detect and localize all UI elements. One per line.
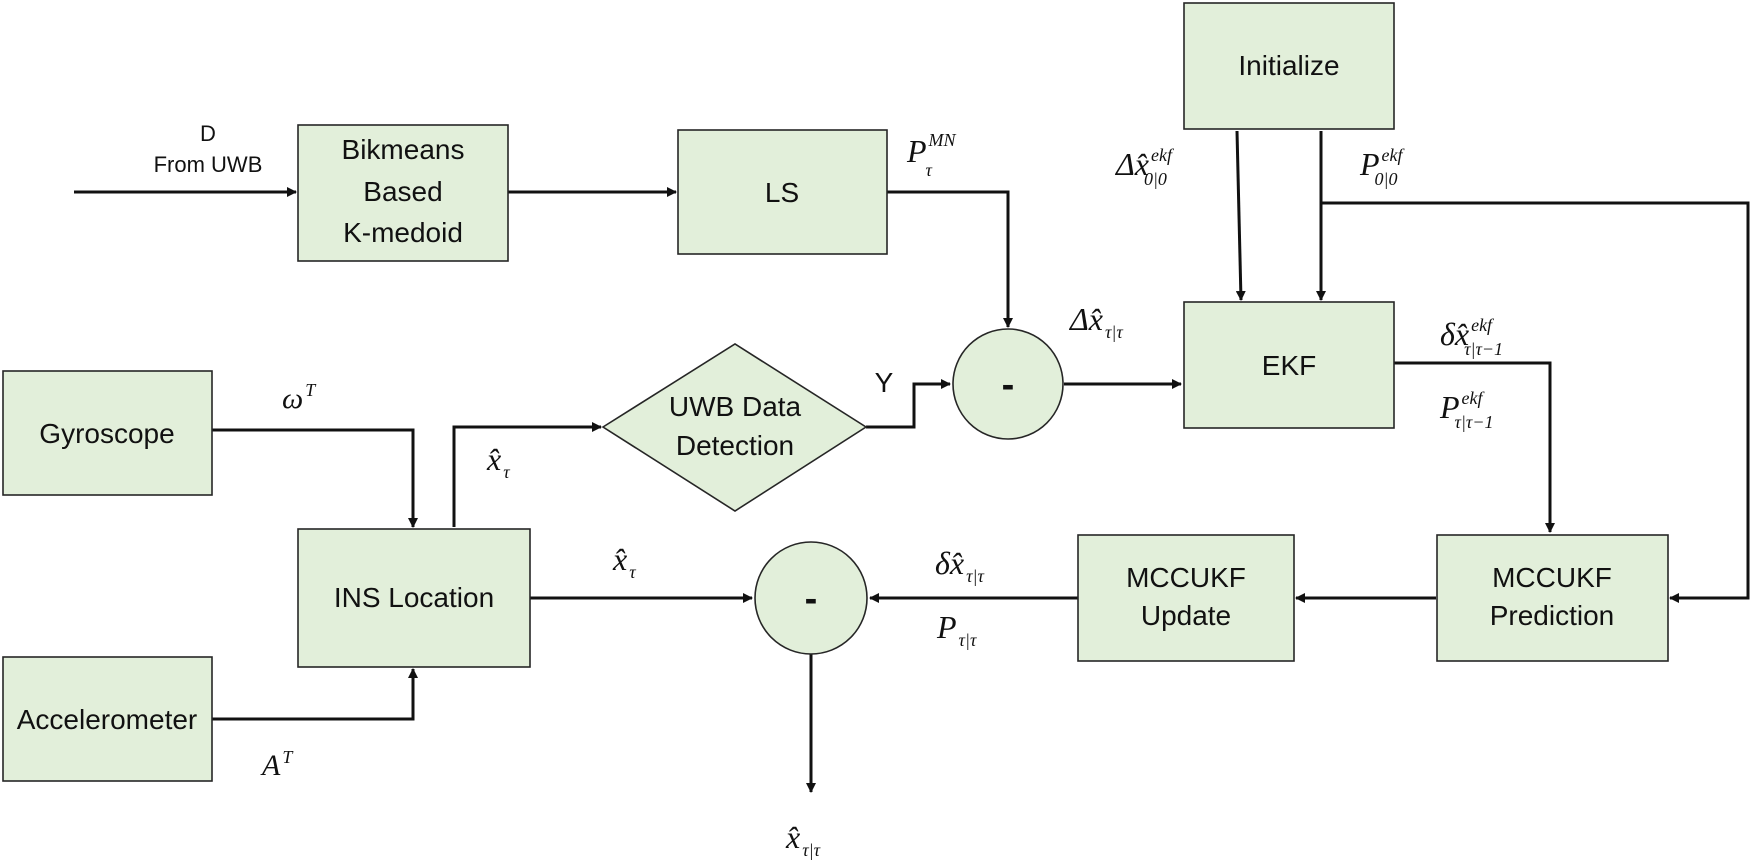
arrow-ins-to-uwb-detection	[452, 422, 602, 527]
bikmeans-label-line-2: Based	[363, 176, 442, 207]
label-x-hat-lower: x̂τ	[612, 541, 636, 582]
accelerometer-block[interactable]: Accelerometer	[2, 656, 213, 782]
label-output-x-hat: x̂τ|τ	[785, 819, 821, 860]
ls-label: LS	[765, 177, 799, 208]
gyroscope-label: Gyroscope	[39, 418, 174, 449]
arrow-ekf-to-prediction	[1394, 361, 1555, 533]
label-x-hat-upper: x̂τ	[486, 441, 510, 482]
uwb-input-label-d: D	[200, 121, 216, 146]
arrow-initialize-p-to-prediction	[1321, 201, 1750, 603]
accelerometer-label: Accelerometer	[17, 704, 198, 735]
label-delta-x-update: δx̂τ|τ	[935, 545, 984, 586]
label-y: Y	[875, 367, 894, 398]
uwb-detection-block[interactable]: UWB Data Detection	[601, 343, 868, 512]
mccukf-update-label-line-2: Update	[1141, 600, 1231, 631]
subtract-upper-symbol: -	[1002, 364, 1015, 406]
mccukf-prediction-label-line-1: MCCUKF	[1492, 562, 1612, 593]
arrow-initialize-x-to-ekf	[1235, 130, 1246, 301]
ls-block[interactable]: LS	[677, 129, 888, 255]
ins-location-label: INS Location	[334, 582, 494, 613]
bikmeans-label-line-1: Bikmeans	[342, 134, 465, 165]
mccukf-update-block[interactable]: MCCUKF Update	[1077, 534, 1295, 662]
subtract-node-upper[interactable]: -	[952, 328, 1064, 440]
uwb-detection-label-line-1: UWB Data	[669, 391, 802, 422]
uwb-input-label-source: From UWB	[154, 152, 263, 177]
arrow-ls-to-subtract	[887, 190, 1013, 328]
mccukf-update-label-line-1: MCCUKF	[1126, 562, 1246, 593]
initialize-block[interactable]: Initialize	[1183, 2, 1395, 130]
mccukf-prediction-label-line-2: Prediction	[1490, 600, 1615, 631]
gyroscope-block[interactable]: Gyroscope	[2, 370, 213, 496]
uwb-detection-label-line-2: Detection	[676, 430, 794, 461]
subtract-lower-symbol: -	[805, 578, 818, 620]
mccukf-prediction-block[interactable]: MCCUKF Prediction	[1436, 534, 1669, 662]
arrow-accelerometer-to-ins	[212, 668, 418, 721]
subtract-node-lower[interactable]: -	[754, 541, 868, 655]
arrow-gyroscope-to-ins	[212, 428, 418, 528]
arrow-uwb-detection-to-subtract	[866, 379, 951, 429]
ekf-label: EKF	[1262, 350, 1316, 381]
label-delta-x-tau: Δx̂τ|τ	[1068, 301, 1123, 342]
bikmeans-label-line-3: K-medoid	[343, 217, 463, 248]
initialize-label: Initialize	[1238, 50, 1339, 81]
bikmeans-block[interactable]: Bikmeans Based K-medoid	[297, 124, 509, 262]
ins-location-block[interactable]: INS Location	[297, 528, 531, 668]
ekf-block[interactable]: EKF	[1183, 301, 1395, 429]
connections	[74, 130, 1750, 793]
